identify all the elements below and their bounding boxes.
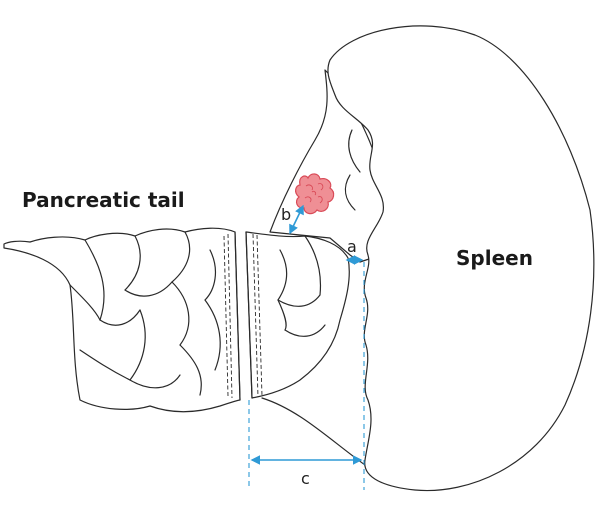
pancreas-left-lobe [4, 228, 240, 411]
label-c: c [301, 469, 310, 488]
spleen-label: Spleen [456, 246, 533, 270]
label-b: b [281, 205, 291, 224]
lower-ligament [262, 398, 365, 465]
pancreatic-tail-label: Pancreatic tail [22, 188, 185, 212]
label-a: a [347, 237, 357, 256]
